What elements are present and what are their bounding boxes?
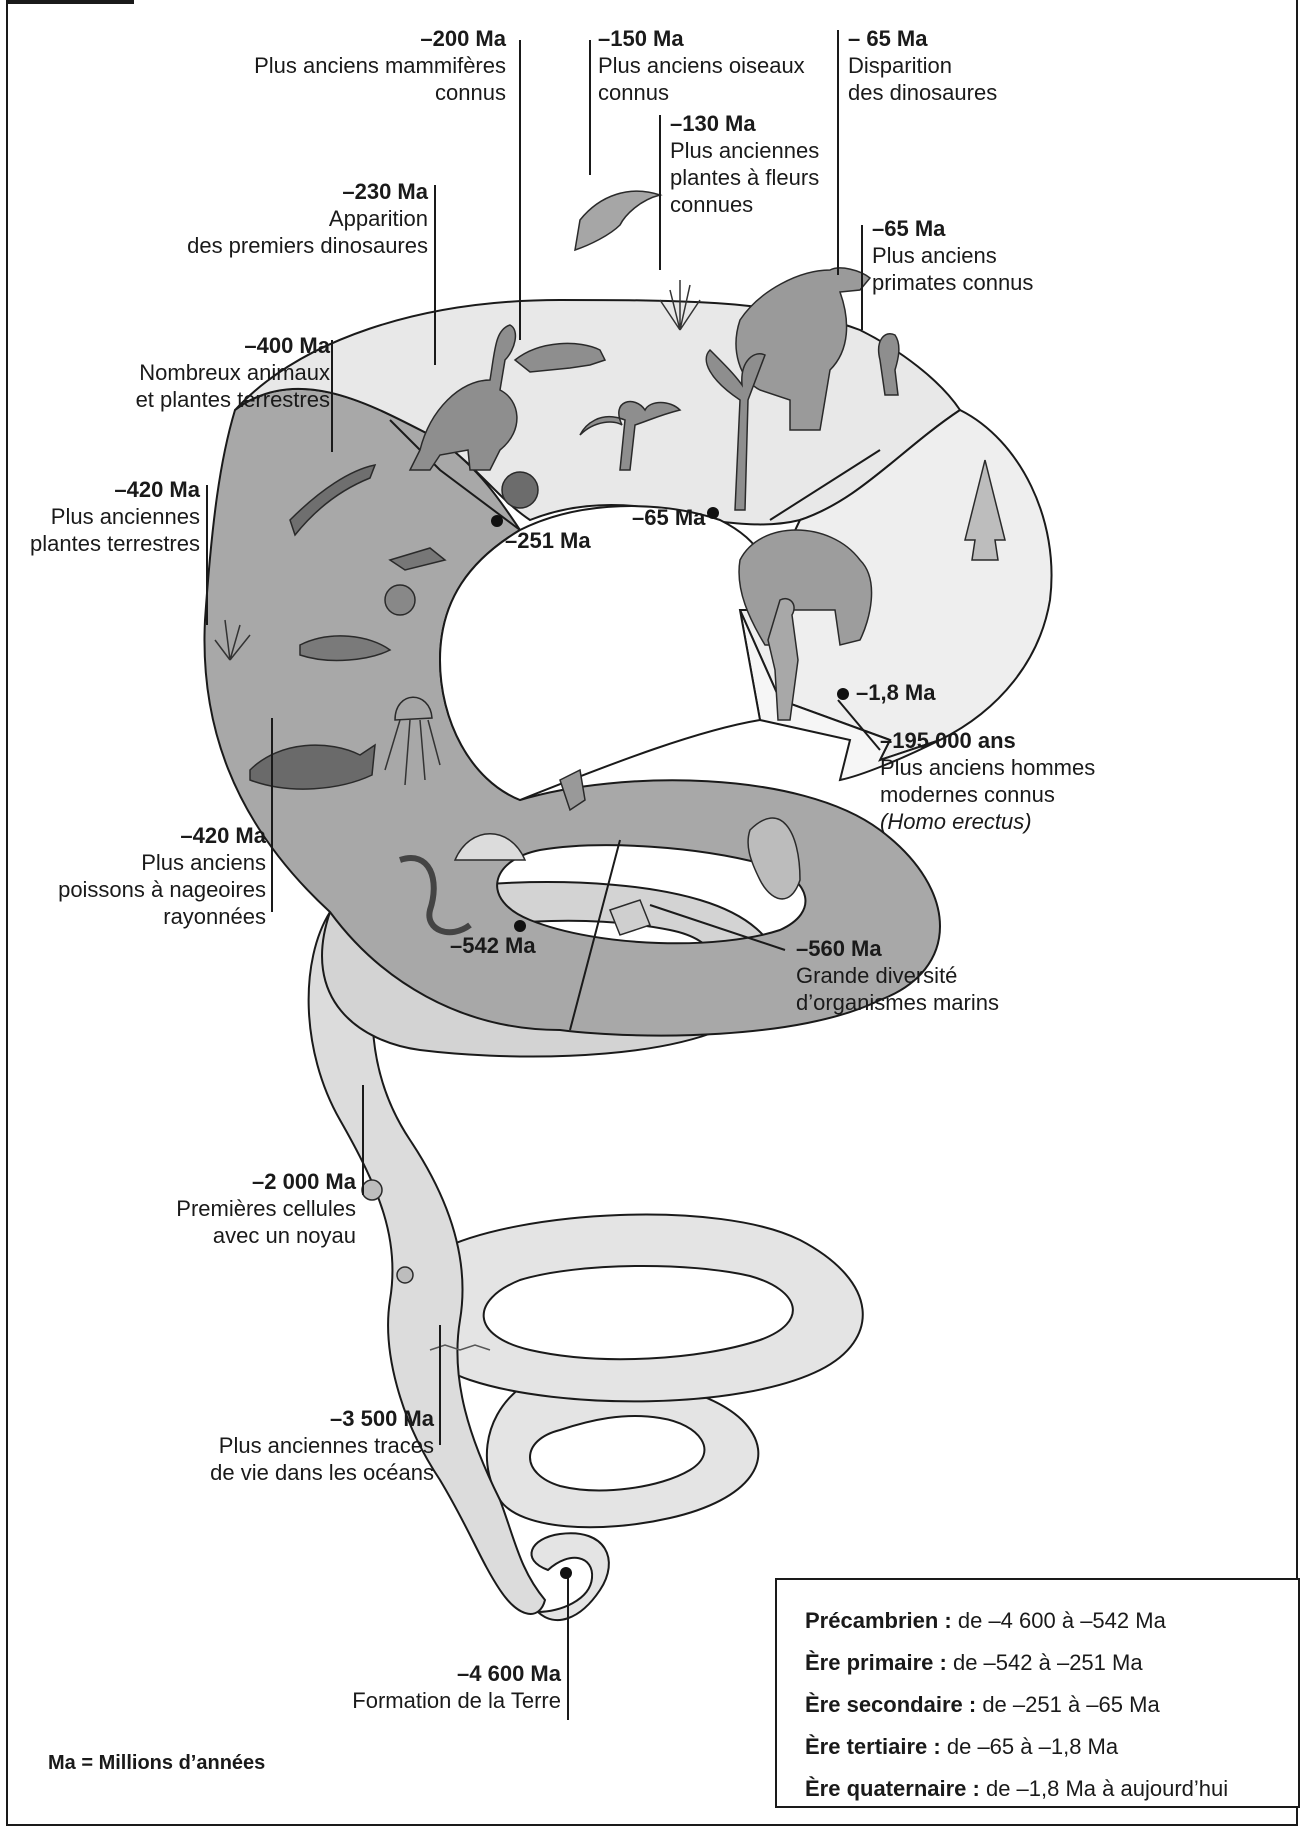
annotation-195000ans: –195 000 ans Plus anciens hommes moderne… bbox=[880, 727, 1095, 835]
annotation-400ma: –400 Ma Nombreux animaux et plantes terr… bbox=[136, 332, 330, 413]
annotation-text-line: avec un noyau bbox=[176, 1222, 356, 1249]
annotation-text-line: Plus anciens bbox=[872, 242, 1033, 269]
annotation-text-line: Plus anciens bbox=[58, 849, 266, 876]
annotation-text-line: et plantes terrestres bbox=[136, 386, 330, 413]
legend-row: Ère tertiaire : de –65 à –1,8 Ma bbox=[805, 1726, 1298, 1768]
annotation-4600ma: –4 600 Ma Formation de la Terre bbox=[352, 1660, 561, 1714]
annotation-150ma: –150 Ma Plus anciens oiseaux connus bbox=[598, 25, 805, 106]
annotation-text-line: rayonnées bbox=[58, 903, 266, 930]
annotation-65ma-primates: –65 Ma Plus anciens primates connus bbox=[872, 215, 1033, 296]
bird-icon bbox=[575, 191, 660, 250]
annotation-date: –3 500 Ma bbox=[210, 1405, 434, 1432]
annotation-420ma-plants: –420 Ma Plus anciennes plantes terrestre… bbox=[30, 476, 200, 557]
legend-era-name: Ère quaternaire : bbox=[805, 1776, 980, 1801]
annotation-text-line: connus bbox=[254, 79, 506, 106]
boundary-label-65: –65 Ma bbox=[632, 505, 705, 531]
legend-era-name: Ère primaire : bbox=[805, 1650, 947, 1675]
legend-era-name: Précambrien : bbox=[805, 1608, 952, 1633]
annotation-date: –560 Ma bbox=[796, 935, 999, 962]
annotation-text-line: Premières cellules bbox=[176, 1195, 356, 1222]
spiral-coil-3 bbox=[404, 1215, 862, 1402]
legend-era-name: Ère secondaire : bbox=[805, 1692, 976, 1717]
annotation-date: –195 000 ans bbox=[880, 727, 1095, 754]
annotation-420ma-fish: –420 Ma Plus anciens poissons à nageoire… bbox=[58, 822, 266, 930]
annotation-text-line: (Homo erectus) bbox=[880, 808, 1095, 835]
annotation-date: –130 Ma bbox=[670, 110, 819, 137]
legend-era-range: de –251 à –65 Ma bbox=[982, 1692, 1159, 1717]
annotation-date: –400 Ma bbox=[136, 332, 330, 359]
era-legend: Précambrien : de –4 600 à –542 Ma Ère pr… bbox=[775, 1578, 1300, 1808]
annotation-text-line: plantes terrestres bbox=[30, 530, 200, 557]
annotation-text-line: Nombreux animaux bbox=[136, 359, 330, 386]
annotation-text-line: Plus anciennes bbox=[30, 503, 200, 530]
annotation-date: – 65 Ma bbox=[848, 25, 997, 52]
annotation-text-line: modernes connus bbox=[880, 781, 1095, 808]
annotation-text-line: Plus anciens hommes bbox=[880, 754, 1095, 781]
annotation-date: –230 Ma bbox=[187, 178, 428, 205]
anemone-icon bbox=[385, 585, 415, 615]
legend-era-range: de –65 à –1,8 Ma bbox=[947, 1734, 1118, 1759]
annotation-text-line: Disparition bbox=[848, 52, 997, 79]
annotation-text-line: plantes à fleurs bbox=[670, 164, 819, 191]
legend-row: Ère primaire : de –542 à –251 Ma bbox=[805, 1642, 1298, 1684]
annotation-text-line: Plus anciennes traces bbox=[210, 1432, 434, 1459]
boundary-label-251: –251 Ma bbox=[505, 528, 591, 554]
legend-era-range: de –542 à –251 Ma bbox=[953, 1650, 1143, 1675]
cell-icon-2 bbox=[397, 1267, 413, 1283]
dot-1-8 bbox=[837, 688, 849, 700]
dot-251 bbox=[491, 515, 503, 527]
legend-row: Ère quaternaire : de –1,8 Ma à aujourd’h… bbox=[805, 1768, 1298, 1810]
annotation-text-line: Plus anciens mammifères bbox=[254, 52, 506, 79]
dot-4600 bbox=[560, 1567, 572, 1579]
annotation-text-line: de vie dans les océans bbox=[210, 1459, 434, 1486]
annotation-date: –4 600 Ma bbox=[352, 1660, 561, 1687]
ammonite-icon bbox=[502, 472, 538, 508]
dot-65 bbox=[707, 507, 719, 519]
annotation-130ma: –130 Ma Plus anciennes plantes à fleurs … bbox=[670, 110, 819, 218]
annotation-date: –420 Ma bbox=[30, 476, 200, 503]
dot-542 bbox=[514, 920, 526, 932]
annotation-text-line: des dinosaures bbox=[848, 79, 997, 106]
annotation-560ma: –560 Ma Grande diversité d’organismes ma… bbox=[796, 935, 999, 1016]
annotation-65ma-dinosaurs: – 65 Ma Disparition des dinosaures bbox=[848, 25, 997, 106]
cell-icon bbox=[362, 1180, 382, 1200]
annotation-2000ma: –2 000 Ma Premières cellules avec un noy… bbox=[176, 1168, 356, 1249]
annotation-text-line: des premiers dinosaures bbox=[187, 232, 428, 259]
annotation-text-line: d’organismes marins bbox=[796, 989, 999, 1016]
annotation-200ma: –200 Ma Plus anciens mammifères connus bbox=[254, 25, 506, 106]
annotation-text-line: connues bbox=[670, 191, 819, 218]
annotation-text-line: primates connus bbox=[872, 269, 1033, 296]
annotation-date: –2 000 Ma bbox=[176, 1168, 356, 1195]
legend-row: Précambrien : de –4 600 à –542 Ma bbox=[805, 1600, 1298, 1642]
annotation-text-line: Plus anciennes bbox=[670, 137, 819, 164]
legend-row: Ère secondaire : de –251 à –65 Ma bbox=[805, 1684, 1298, 1726]
annotation-text-line: Plus anciens oiseaux bbox=[598, 52, 805, 79]
units-note: Ma = Millions d’années bbox=[48, 1752, 265, 1775]
annotation-text-line: Formation de la Terre bbox=[352, 1687, 561, 1714]
annotation-date: –150 Ma bbox=[598, 25, 805, 52]
legend-era-range: de –4 600 à –542 Ma bbox=[958, 1608, 1166, 1633]
annotation-text-line: poissons à nageoires bbox=[58, 876, 266, 903]
annotation-date: –420 Ma bbox=[58, 822, 266, 849]
boundary-label-542: –542 Ma bbox=[450, 933, 536, 959]
annotation-text-line: Apparition bbox=[187, 205, 428, 232]
annotation-text-line: connus bbox=[598, 79, 805, 106]
legend-era-range: de –1,8 Ma à aujourd’hui bbox=[986, 1776, 1228, 1801]
legend-era-name: Ère tertiaire : bbox=[805, 1734, 941, 1759]
annotation-date: –65 Ma bbox=[872, 215, 1033, 242]
annotation-230ma: –230 Ma Apparition des premiers dinosaur… bbox=[187, 178, 428, 259]
annotation-text-line: Grande diversité bbox=[796, 962, 999, 989]
boundary-label-1-8: –1,8 Ma bbox=[856, 680, 936, 706]
annotation-date: –200 Ma bbox=[254, 25, 506, 52]
annotation-3500ma: –3 500 Ma Plus anciennes traces de vie d… bbox=[210, 1405, 434, 1486]
